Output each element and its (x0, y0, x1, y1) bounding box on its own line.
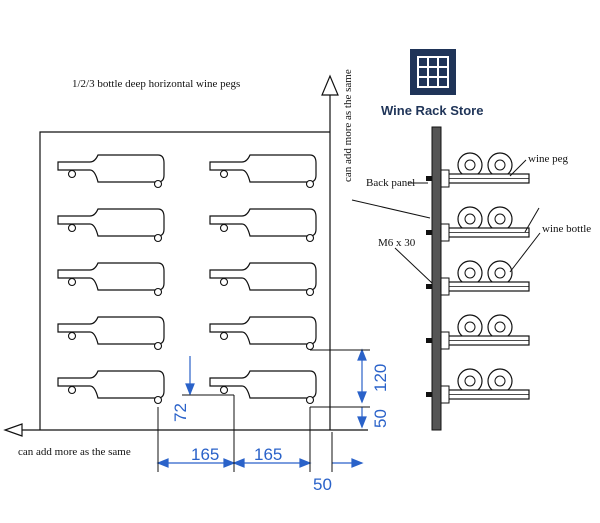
horizontal-extend-note: can add more as the same (18, 446, 131, 458)
dimension-side-margin: 50 (313, 475, 332, 494)
extension-lines (157, 349, 370, 472)
vertical-extend-arrow (321, 74, 339, 430)
window-grid-logo-icon (410, 49, 456, 95)
label-screw-size: M6 x 30 (378, 237, 416, 249)
vertical-extend-note: can add more as the same (342, 69, 354, 182)
side-view-peg (426, 314, 530, 350)
horizontal-extend-arrow (3, 423, 368, 437)
bottle-grid (57, 154, 317, 405)
wine-bottle-outline (57, 316, 165, 351)
dimension-column-spacing-1: 165 (191, 445, 220, 464)
dimension-row-spacing: 120 (371, 363, 390, 392)
side-view-peg (426, 152, 530, 188)
dimension-lines (156, 348, 367, 468)
diagram-title: 1/2/3 bottle deep horizontal wine pegs (72, 78, 241, 90)
brand-name: Wine Rack Store (381, 103, 484, 118)
wine-bottle-outline (57, 154, 165, 189)
wine-bottle-outline (209, 262, 317, 297)
wine-bottle-outline (57, 208, 165, 243)
wine-bottle-outline (209, 208, 317, 243)
back-panel-plate (431, 126, 442, 431)
wine-bottle-outline (209, 370, 317, 405)
wine-bottle-outline (209, 316, 317, 351)
side-view-peg (426, 368, 530, 404)
side-view-peg (426, 260, 530, 296)
label-wine-peg: wine peg (528, 153, 569, 165)
wine-bottle-outline (57, 370, 165, 405)
label-back-panel: Back panel (366, 177, 416, 189)
label-wine-bottle: wine bottle (542, 223, 592, 235)
wall-outline (39, 131, 330, 430)
wine-bottle-outline (57, 262, 165, 297)
dimension-peg-height: 72 (171, 403, 190, 422)
side-view-peg (426, 206, 530, 242)
side-view (351, 126, 541, 431)
wine-bottle-outline (209, 154, 317, 189)
dimension-column-spacing-2: 165 (254, 445, 283, 464)
dimension-bottom-margin: 50 (371, 409, 390, 428)
